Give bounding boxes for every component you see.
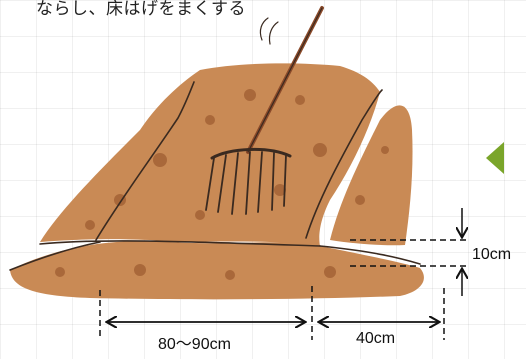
soil-base xyxy=(10,241,424,299)
caption-text: ならし、床はげをまくする xyxy=(36,0,246,19)
dimension-label-side-width: 40cm xyxy=(356,330,395,348)
dimension-label-height: 10cm xyxy=(472,246,511,264)
soil-main-bed xyxy=(40,63,380,246)
triangle-left-icon[interactable] xyxy=(486,142,504,174)
dimension-label-main-width: 80〜90cm xyxy=(158,330,231,354)
